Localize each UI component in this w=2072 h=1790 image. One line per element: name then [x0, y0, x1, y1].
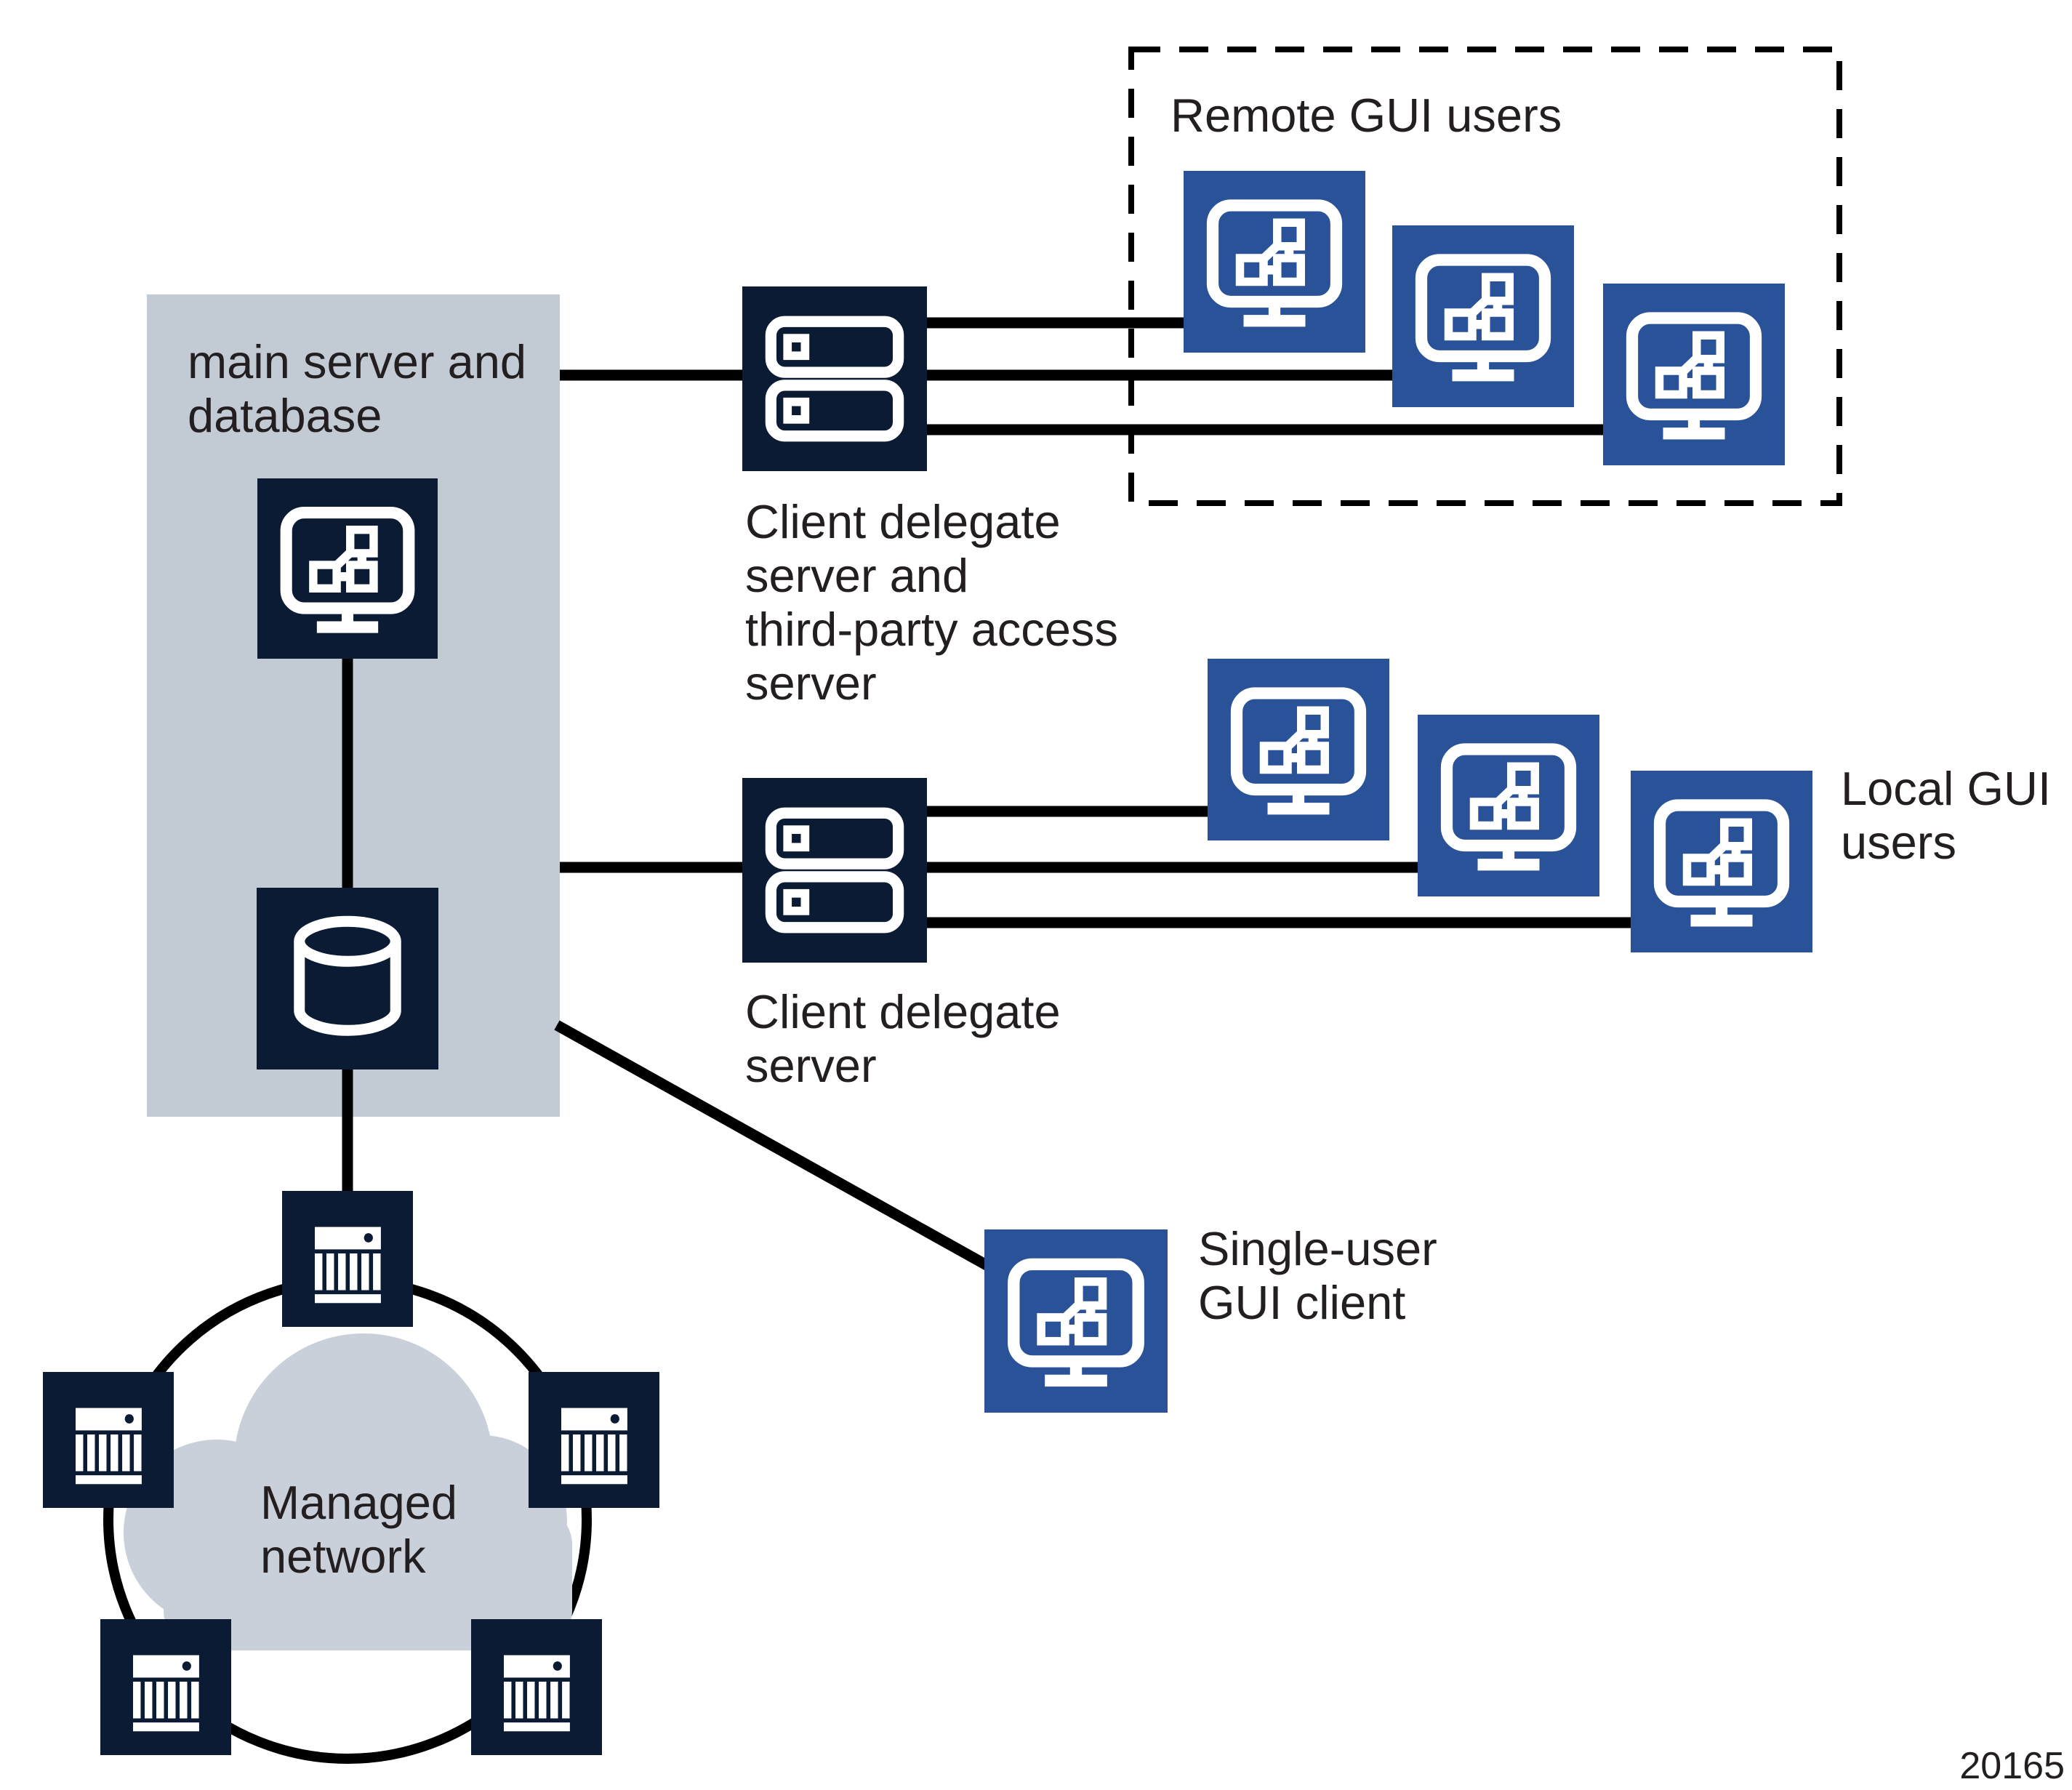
- delegate-server-icon: [765, 807, 904, 934]
- local-gui-client-2-tile: [1418, 715, 1599, 896]
- figure-number: 20165: [1959, 1745, 2065, 1787]
- database-icon: [294, 915, 401, 1036]
- local-users-label: Local GUI users: [1841, 762, 2052, 869]
- network-element-bottom-left-tile: [100, 1619, 231, 1755]
- local-gui-client-1-tile: [1208, 659, 1389, 840]
- network-element-icon: [76, 1408, 142, 1485]
- network-element-icon: [561, 1408, 627, 1485]
- remote-gui-client-3-tile: [1603, 284, 1785, 465]
- network-element-icon: [504, 1655, 570, 1732]
- client-delegate-bottom-label: Client delegate server: [745, 985, 1061, 1092]
- gui-monitor-icon: [1626, 312, 1762, 440]
- gui-monitor-icon: [280, 507, 415, 633]
- client-delegate-server-bottom-tile: [742, 778, 927, 963]
- gui-monitor-icon: [1206, 199, 1343, 327]
- remote-users-dashed-border: [1128, 47, 1842, 506]
- network-element-top-tile: [282, 1191, 413, 1327]
- gui-monitor-icon: [1653, 799, 1790, 927]
- main-server-label: main server and database: [188, 335, 527, 442]
- main-server-monitor-tile: [257, 478, 438, 659]
- link-main-to-single-user: [554, 1020, 995, 1273]
- network-element-right-tile: [529, 1372, 659, 1508]
- remote-gui-client-1-tile: [1184, 171, 1365, 353]
- gui-monitor-icon: [1230, 687, 1367, 815]
- gui-monitor-icon: [1008, 1258, 1144, 1387]
- delegate-server-icon: [765, 316, 904, 442]
- gui-monitor-icon: [1440, 743, 1577, 871]
- remote-gui-client-2-tile: [1392, 225, 1574, 407]
- network-element-bottom-right-tile: [471, 1619, 602, 1755]
- remote-users-label: Remote GUI users: [1170, 89, 1562, 142]
- managed-network-cloud: [124, 1333, 572, 1650]
- managed-network-label: Managed network: [260, 1476, 458, 1583]
- local-gui-client-3-tile: [1631, 771, 1812, 952]
- gui-monitor-icon: [1415, 254, 1551, 382]
- single-user-label: Single-user GUI client: [1198, 1222, 1437, 1329]
- single-user-gui-client-tile: [984, 1229, 1168, 1413]
- client-delegate-top-label: Client delegate server and third-party a…: [745, 495, 1118, 710]
- connector-lines: [342, 317, 1637, 1273]
- main-database-tile: [257, 888, 438, 1069]
- network-element-icon: [315, 1227, 381, 1304]
- network-element-icon: [133, 1655, 199, 1732]
- network-element-left-tile: [43, 1372, 174, 1508]
- client-delegate-server-top-tile: [742, 286, 927, 471]
